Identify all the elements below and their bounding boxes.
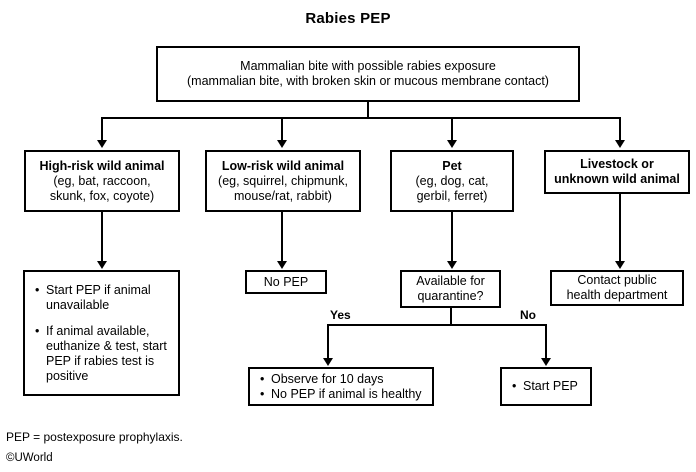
node-start-pep-outcome: Start PEP: [500, 367, 592, 406]
node-contact-health-line2: health department: [566, 288, 668, 302]
node-high-risk-line1: High-risk wild animal: [39, 158, 165, 173]
node-pet-line2: (eg, dog, cat,: [415, 173, 489, 188]
node-low-risk-wild-animal: Low-risk wild animal (eg, squirrel, chip…: [205, 150, 361, 212]
arrowhead-quarantine: [447, 261, 457, 269]
node-livestock-line1: Livestock or: [580, 157, 654, 171]
node-no-pep: No PEP: [245, 270, 327, 294]
node-high-risk-line2: (eg, bat, raccoon,: [53, 173, 151, 188]
node-high-risk-action-b2-line2: euthanize & test, start: [46, 338, 167, 353]
edge-label-yes: Yes: [330, 308, 351, 322]
node-high-risk-action-b2-line1: If animal available,: [46, 323, 150, 338]
arrowhead-yes-branch: [323, 358, 333, 366]
node-low-risk-line3: mouse/rat, rabbit): [234, 188, 332, 203]
node-quarantine-decision: Available for quarantine?: [400, 270, 501, 308]
connector-high-risk-to-action: [101, 212, 103, 261]
node-high-risk-action-bullet2: If animal available, euthanize & test, s…: [35, 324, 167, 384]
node-root-line1: Mammalian bite with possible rabies expo…: [240, 59, 496, 73]
connector-drop-livestock: [619, 117, 621, 140]
node-observe-outcome: Observe for 10 days No PEP if animal is …: [248, 367, 434, 406]
connector-quarantine-branch-bar: [327, 324, 547, 326]
connector-branch-no: [545, 324, 547, 358]
edge-label-no: No: [520, 308, 536, 322]
node-high-risk-line3: skunk, fox, coyote): [49, 188, 155, 203]
node-low-risk-line2: (eg, squirrel, chipmunk,: [218, 173, 348, 188]
connector-pet-to-quarantine: [451, 212, 453, 261]
node-no-pep-line1: No PEP: [263, 274, 309, 289]
connector-drop-high-risk: [101, 117, 103, 140]
node-root-line2: (mammalian bite, with broken skin or muc…: [187, 74, 549, 88]
connector-quarantine-stem: [450, 308, 452, 326]
node-pet: Pet (eg, dog, cat, gerbil, ferret): [390, 150, 514, 212]
copyright-notice: ©UWorld: [6, 452, 53, 464]
arrowhead-no-pep: [277, 261, 287, 269]
footnote-pep-definition: PEP = postexposure prophylaxis.: [6, 430, 183, 444]
node-quarantine-line1: Available for: [416, 274, 485, 288]
node-pet-line3: gerbil, ferret): [416, 188, 488, 203]
node-root: Mammalian bite with possible rabies expo…: [156, 46, 580, 102]
node-high-risk-action: Start PEP if animal unavailable If anima…: [23, 270, 180, 396]
arrowhead-high-risk-action: [97, 261, 107, 269]
page-title: Rabies PEP: [305, 10, 391, 27]
connector-distributor-bar: [101, 117, 621, 119]
node-start-pep-bullet1: Start PEP: [512, 379, 578, 394]
arrowhead-high-risk: [97, 140, 107, 148]
arrowhead-livestock: [615, 140, 625, 148]
node-livestock-unknown: Livestock or unknown wild animal: [544, 150, 690, 194]
node-high-risk-action-bullet1: Start PEP if animal unavailable: [35, 283, 151, 313]
connector-livestock-to-contact: [619, 194, 621, 261]
arrowhead-low-risk: [277, 140, 287, 148]
node-pet-line1: Pet: [442, 158, 462, 173]
connector-root-stem: [367, 102, 369, 119]
node-high-risk-action-b1-line2: unavailable: [46, 297, 110, 312]
node-low-risk-line1: Low-risk wild animal: [221, 158, 345, 173]
node-high-risk-action-b2-line4: positive: [46, 368, 89, 383]
node-contact-health-line1: Contact public: [577, 273, 657, 287]
connector-low-risk-to-no-pep: [281, 212, 283, 261]
connector-drop-low-risk: [281, 117, 283, 140]
connector-drop-pet: [451, 117, 453, 140]
node-livestock-line2: unknown wild animal: [554, 172, 680, 186]
arrowhead-contact-health: [615, 261, 625, 269]
node-high-risk-action-b2-line3: PEP if rabies test is: [46, 353, 155, 368]
node-contact-health-department: Contact public health department: [550, 270, 684, 306]
node-observe-bullet1: Observe for 10 days: [260, 372, 384, 387]
node-quarantine-line2: quarantine?: [417, 289, 484, 303]
node-observe-bullet2: No PEP if animal is healthy: [260, 387, 422, 402]
node-high-risk-action-b1-line1: Start PEP if animal: [46, 282, 151, 297]
connector-branch-yes: [327, 324, 329, 358]
node-high-risk-wild-animal: High-risk wild animal (eg, bat, raccoon,…: [24, 150, 180, 212]
arrowhead-pet: [447, 140, 457, 148]
arrowhead-no-branch: [541, 358, 551, 366]
